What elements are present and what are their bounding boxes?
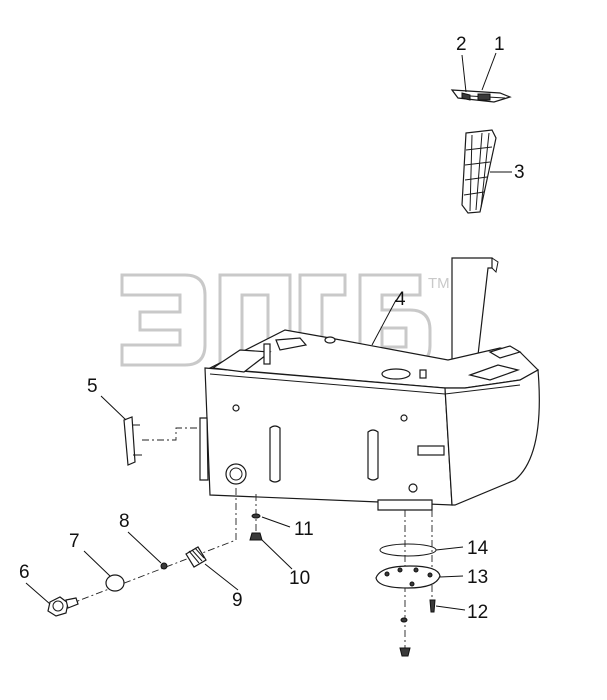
callout-4: 4: [395, 289, 406, 310]
callouts: 1 2 3 4 5 6 7 8 9 10 11 12 13 14: [19, 34, 525, 623]
spring-filter: [185, 546, 207, 568]
callout-9: 9: [232, 590, 243, 611]
small-washer: [160, 562, 168, 570]
filler-cap: [450, 89, 512, 103]
screw-bottom: [399, 647, 411, 657]
plug-10: [249, 532, 263, 541]
leader-lines: [25, 52, 512, 611]
callout-8: 8: [119, 511, 130, 532]
callout-3: 3: [514, 162, 525, 183]
screw-12: [429, 599, 436, 613]
washer-11: [251, 513, 261, 519]
drain-plug: [47, 596, 79, 617]
seal-ring: [105, 574, 125, 592]
bracket: [123, 416, 200, 466]
callout-13: 13: [467, 567, 488, 588]
callout-10: 10: [289, 568, 310, 589]
watermark-trademark: TM: [428, 275, 450, 292]
centreline-drain: [69, 488, 237, 605]
callout-1: 1: [494, 34, 505, 55]
strainer: [461, 129, 497, 214]
cover-plate-13: [375, 565, 441, 589]
callout-7: 7: [69, 531, 80, 552]
fuel-tank: [199, 329, 540, 511]
callout-14: 14: [467, 538, 489, 559]
callout-2: 2: [456, 34, 467, 55]
callout-6: 6: [19, 562, 30, 583]
filler-neck: [451, 257, 499, 361]
callout-5: 5: [87, 376, 98, 397]
washer-bottom: [400, 617, 408, 623]
callout-11: 11: [294, 519, 314, 540]
callout-12: 12: [467, 602, 488, 623]
gasket-14: [379, 543, 437, 557]
